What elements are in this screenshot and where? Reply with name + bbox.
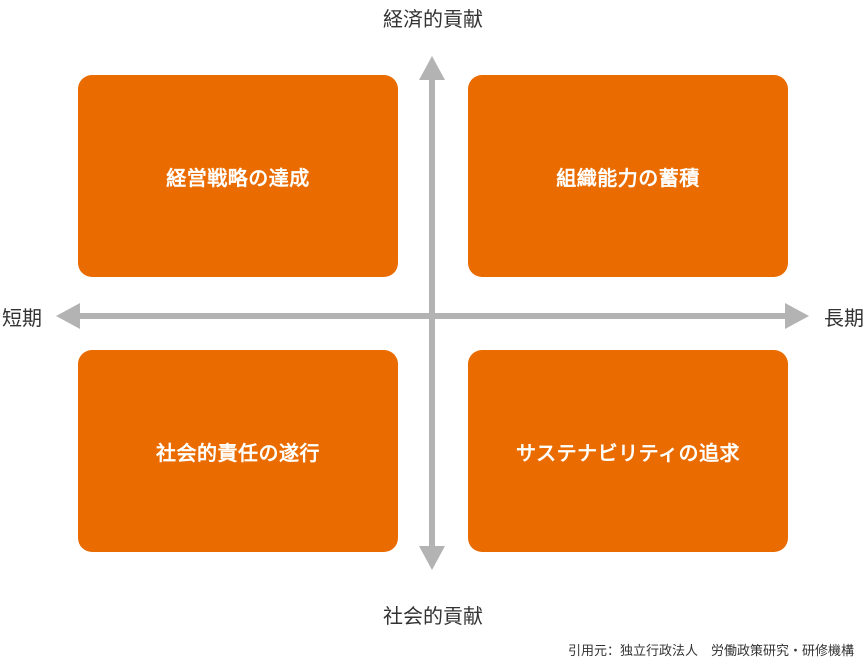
quadrant-top-left: 経営戦略の達成: [78, 75, 398, 277]
quadrant-top-right-label: 組織能力の蓄積: [556, 165, 700, 190]
horizontal-axis-arrow-left: [56, 303, 80, 329]
quadrant-bottom-left-label: 社会的責任の遂行: [156, 440, 320, 465]
axis-label-top: 経済的貢献: [383, 7, 483, 31]
quadrant-bottom-left: 社会的責任の遂行: [78, 350, 398, 552]
quadrant-bottom-right: サステナビリティの追求: [468, 350, 788, 552]
source-citation: 引用元：独立行政法人 労働政策研究・研修機構: [567, 644, 854, 659]
quadrant-top-right: 組織能力の蓄積: [468, 75, 788, 277]
axis-label-bottom: 社会的貢献: [383, 604, 483, 628]
axis-label-left: 短期: [2, 306, 42, 330]
vertical-axis-arrow-up: [419, 56, 445, 80]
quadrant-top-left-label: 経営戦略の達成: [166, 165, 310, 190]
quadrant-bottom-right-label: サステナビリティの追求: [516, 440, 740, 465]
horizontal-axis-arrow-right: [785, 303, 809, 329]
vertical-axis-arrow-down: [419, 546, 445, 570]
axis-label-right: 長期: [824, 306, 864, 330]
